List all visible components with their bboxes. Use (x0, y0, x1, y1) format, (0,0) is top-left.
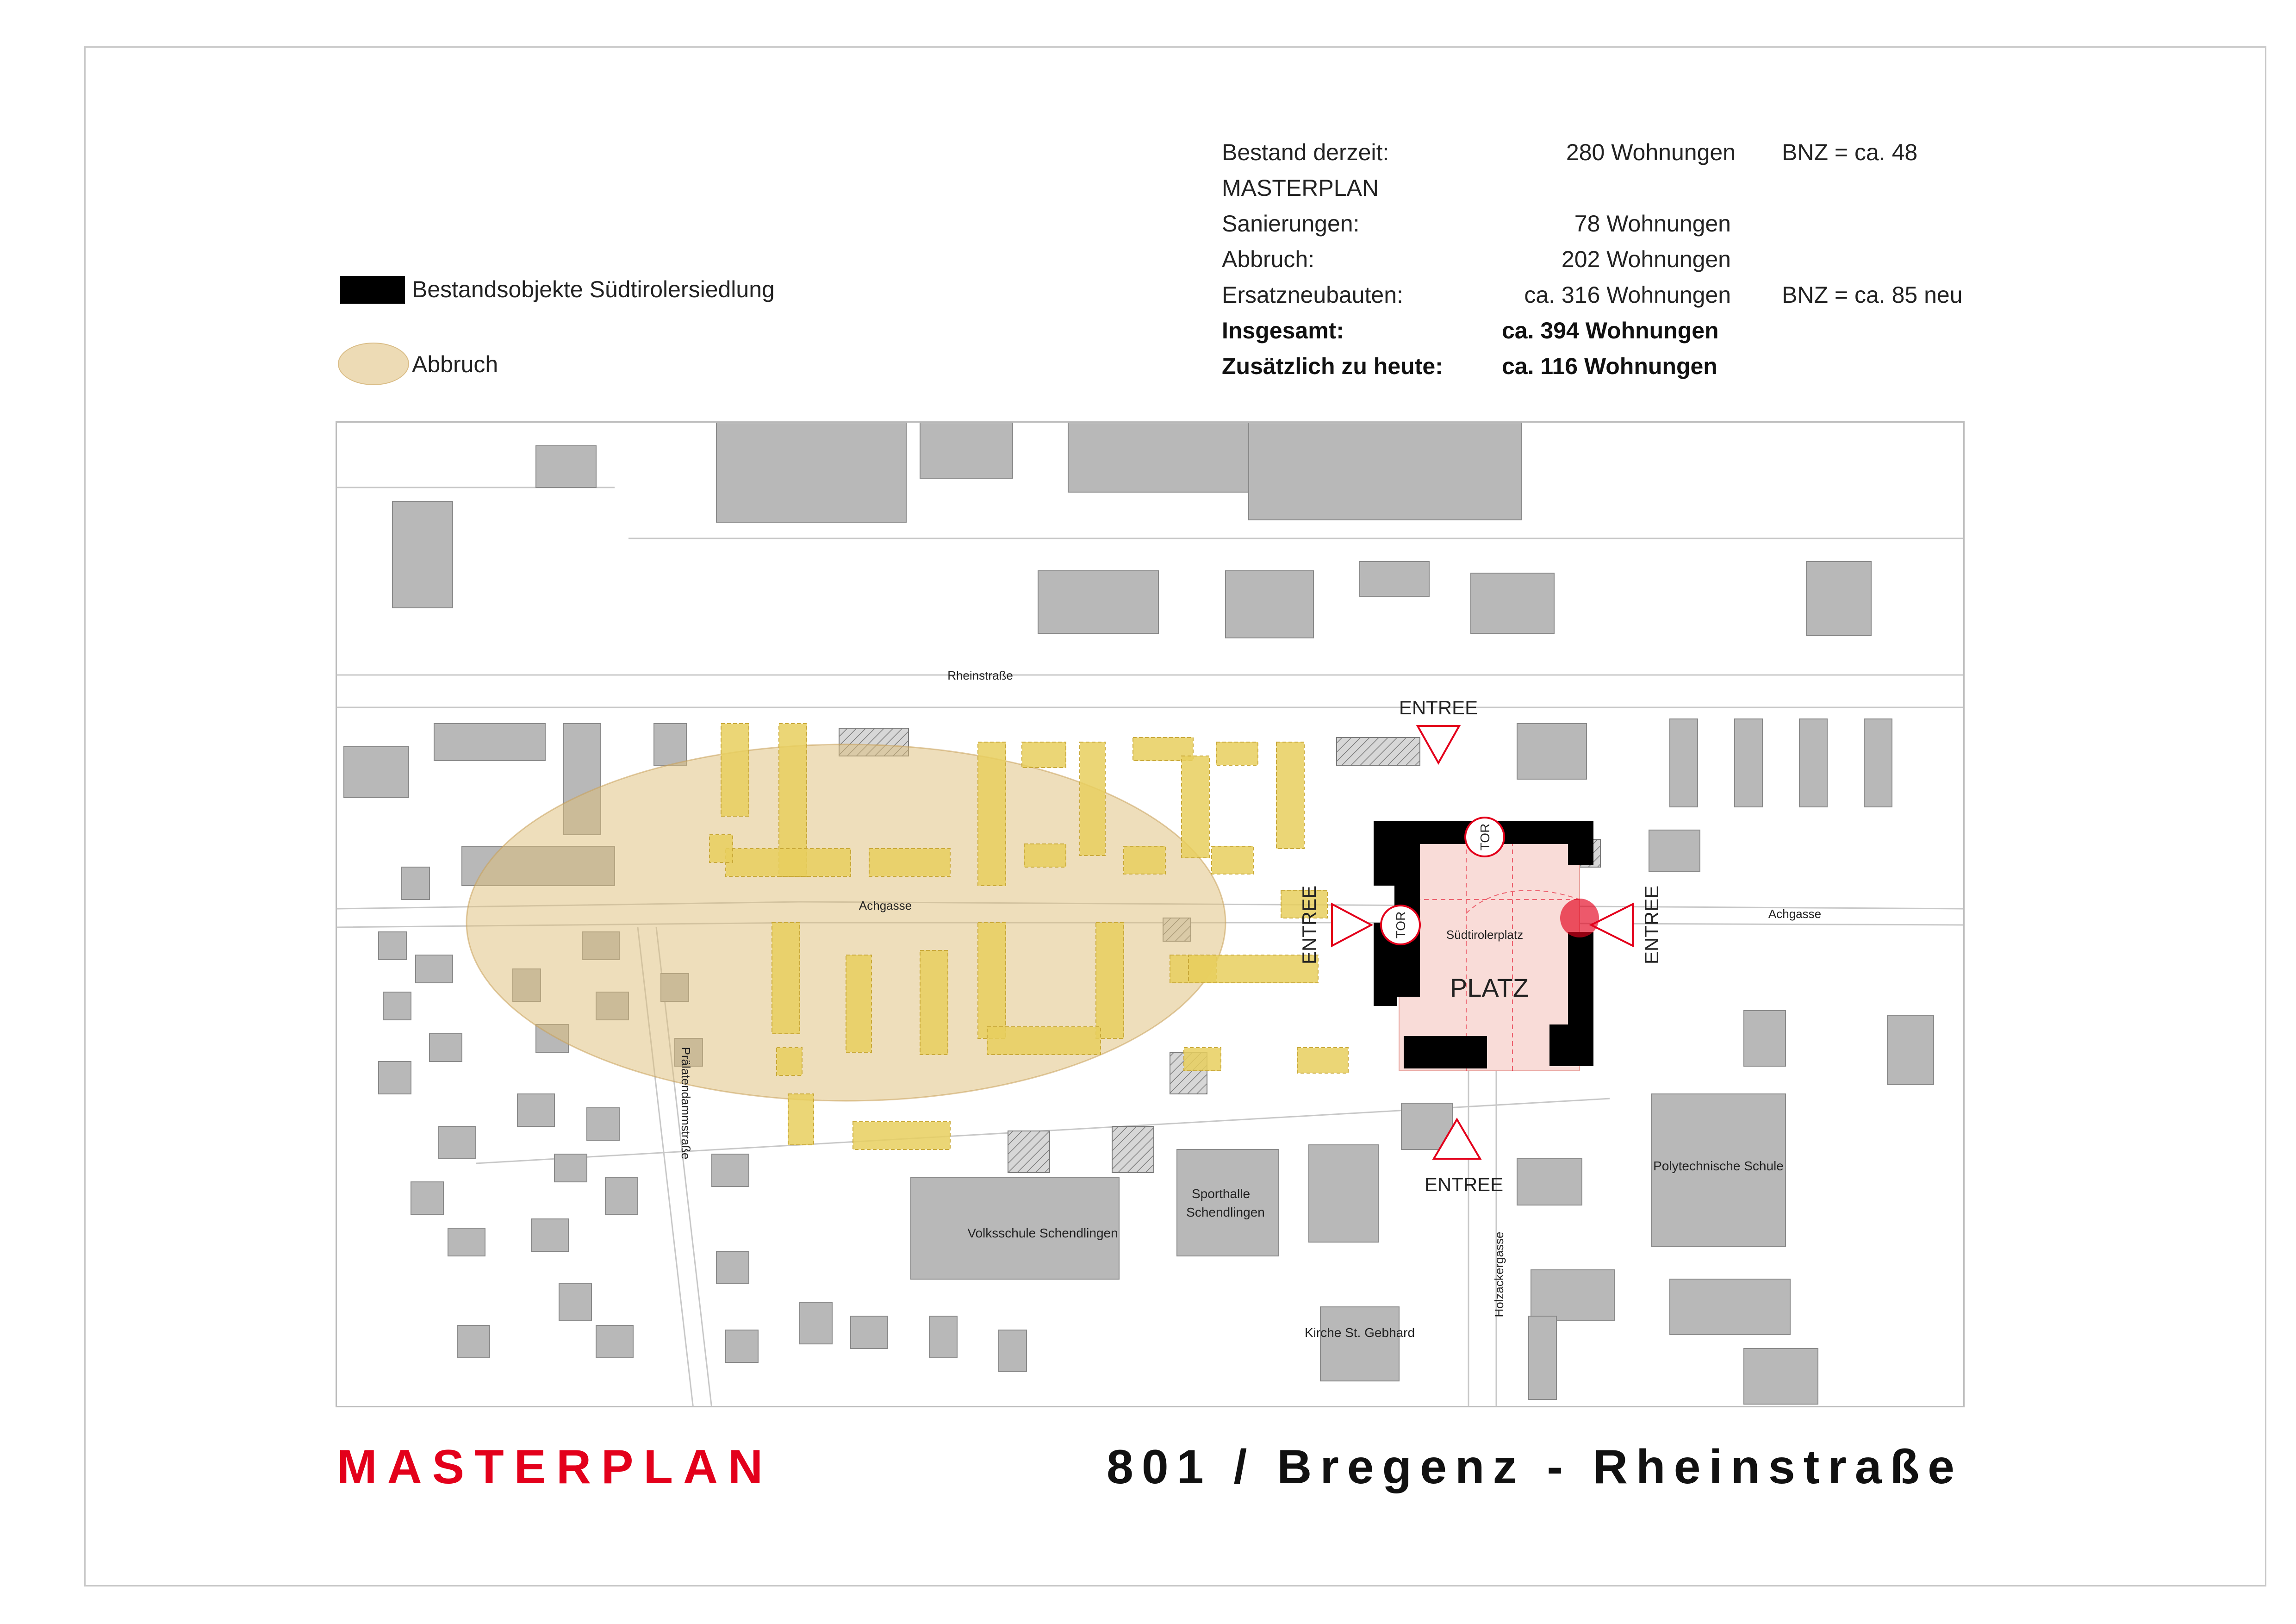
place-label-polytechnische: Polytechnische Schule (1653, 1159, 1784, 1173)
entree-north-triangle (1416, 725, 1461, 765)
entree-east-triangle (1589, 902, 1634, 948)
site-plan-svg: Rheinstraße Achgasse Achgasse Prälatenda… (337, 423, 1963, 1406)
legend-demolition-label: Abbruch (412, 351, 498, 377)
plaza-highlight-dot (1560, 899, 1599, 937)
entree-label-south: ENTREE (1425, 1174, 1503, 1195)
tor-north-circle (1464, 817, 1505, 857)
new-buildings (709, 723, 1349, 1150)
stat-value-bestand: 280 Wohnungen (1566, 139, 1736, 165)
tor-west-circle (1380, 905, 1421, 945)
tor-markers (1380, 817, 1505, 945)
entree-markers (1331, 725, 1634, 1160)
page-frame (84, 46, 2266, 1587)
stat-value-zusaetzlich: ca. 116 Wohnungen (1502, 353, 1717, 379)
stat-label-bestand: Bestand derzeit: (1222, 139, 1389, 165)
entree-label-east: ENTREE (1641, 886, 1662, 964)
entree-west-triangle (1331, 902, 1374, 948)
street-label-holzackergasse: Holzackergasse (1492, 1232, 1506, 1318)
stat-label-ersatzneubauten: Ersatzneubauten: (1222, 282, 1403, 308)
tor-label-west: TOR (1394, 912, 1408, 939)
street-label-rheinstrasse: Rheinstraße (947, 668, 1013, 682)
stat-note-ersatzneubauten: BNZ = ca. 85 neu (1782, 282, 1963, 308)
place-label-volksschule: Volksschule Schendlingen (967, 1226, 1118, 1240)
stat-value-insgesamt: ca. 394 Wohnungen (1502, 318, 1719, 344)
stat-value-sanierungen: 78 Wohnungen (1574, 211, 1731, 237)
legend-demolition-swatch (338, 343, 409, 385)
stat-value-abbruch: 202 Wohnungen (1561, 246, 1731, 272)
stat-label-abbruch: Abbruch: (1222, 246, 1315, 272)
place-label-suedtirolerplatz: Südtirolerplatz (1446, 928, 1523, 942)
site-plan-map: Rheinstraße Achgasse Achgasse Prälatenda… (336, 421, 1965, 1407)
stat-note-bestand: BNZ = ca. 48 (1782, 139, 1918, 165)
stat-label-sanierungen: Sanierungen: (1222, 211, 1360, 237)
entree-south-triangle (1432, 1118, 1482, 1160)
street-label-achgasse-east: Achgasse (1768, 907, 1821, 921)
entree-label-north: ENTREE (1399, 697, 1478, 718)
stat-label-masterplan: MASTERPLAN (1222, 175, 1379, 201)
place-label-sporthalle-line1: Sporthalle (1192, 1187, 1250, 1201)
street-label-praelatendammstrasse: Prälatendammstraße (679, 1047, 693, 1160)
place-label-platz: PLATZ (1450, 973, 1529, 1002)
street-label-achgasse-west: Achgasse (859, 899, 912, 912)
tor-label-north: TOR (1478, 824, 1492, 851)
place-label-kirche: Kirche St. Gebhard (1305, 1325, 1415, 1340)
legend-existing-label: Bestandsobjekte Südtirolersiedlung (412, 276, 775, 302)
place-label-sporthalle-line2: Schendlingen (1186, 1205, 1265, 1219)
stat-value-ersatzneubauten: ca. 316 Wohnungen (1524, 282, 1731, 308)
stat-label-zusaetzlich: Zusätzlich zu heute: (1222, 353, 1443, 379)
stat-label-insgesamt: Insgesamt: (1222, 318, 1344, 344)
project-title: 801 / Bregenz - Rheinstraße (1107, 1440, 1963, 1494)
legend-existing-swatch (340, 276, 405, 304)
demolition-area (466, 743, 1226, 1102)
masterplan-title: MASTERPLAN (337, 1440, 773, 1494)
entree-label-west: ENTREE (1298, 886, 1320, 964)
plaza-paths (1399, 839, 1580, 1071)
